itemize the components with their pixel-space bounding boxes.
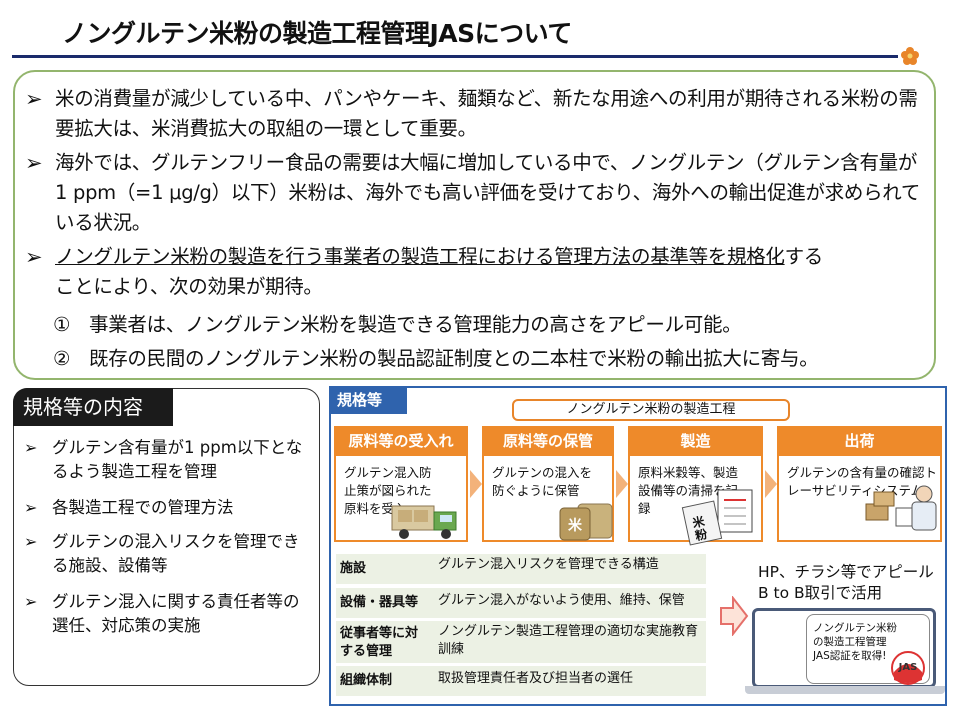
table-row: 組織体制 取扱管理責任者及び担当者の選任 [336, 666, 706, 696]
step-body-text: グルテン混入防止策が図られた原料を受入 [344, 465, 432, 516]
svg-text:米: 米 [568, 517, 583, 534]
standardization-underlined: ノングルテン米粉の製造を行う事業者の製造工程における管理方法の基準等を規格化 [55, 245, 785, 268]
promo-line-2: B to B取引で活用 [758, 584, 883, 602]
flower-icon [901, 47, 919, 65]
title-underline [12, 55, 898, 58]
promo-text: HP、チラシ等でアピール B to B取引で活用 [758, 562, 934, 604]
truck-icon [391, 505, 457, 539]
content-item: 各製造工程での管理方法 [52, 498, 234, 517]
bullet-arrow-icon: ➢ [25, 87, 43, 111]
step-arrow-icon [765, 470, 777, 498]
step-title-storage: 原料等の保管 [482, 426, 614, 456]
step-arrow-icon [616, 470, 628, 498]
row-key: 組織体制 [340, 673, 393, 688]
standard-content-heading: 規格等の内容 [13, 388, 173, 426]
right-arrow-icon [720, 596, 749, 636]
rice-bag-icon: 米 [559, 503, 613, 541]
intro-bullet-3-rest: する [784, 245, 824, 268]
bullet-arrow-icon: ➢ [24, 532, 38, 551]
standard-heading: 規格等 [329, 386, 407, 414]
bullet-arrow-icon: ➢ [25, 245, 43, 269]
table-row: 施設 グルテン混入リスクを管理できる構造 [336, 554, 706, 584]
intro-bullet-2: 海外では、グルテンフリー食品の需要は大幅に増加している中で、ノングルテン（グルテ… [55, 151, 921, 234]
promo-line-1: HP、チラシ等でアピール [758, 563, 934, 581]
effect-number: ② [53, 347, 71, 370]
process-label: ノングルテン米粉の製造工程 [512, 399, 790, 421]
certification-message-text: ノングルテン米粉の製造工程管理JAS認証を取得! [813, 622, 897, 662]
bullet-arrow-icon: ➢ [25, 151, 43, 175]
intro-box: ➢ 米の消費量が減少している中、パンやケーキ、麺類など、新たな用途への利用が期待… [13, 70, 936, 380]
step-body-text: グルテンの混入を防ぐように保管 [492, 465, 593, 498]
step-title-shipping: 出荷 [777, 426, 942, 456]
row-value: グルテン混入がないよう使用、維持、保管 [438, 593, 685, 608]
content-item: グルテン混入に関する責任者等の選任、対応策の実施 [52, 592, 300, 635]
row-value: グルテン混入リスクを管理できる構造 [438, 557, 659, 572]
step-title-receiving: 原料等の受入れ [334, 426, 468, 456]
content-item: グルテン含有量が1 ppm以下となるよう製造工程を管理 [52, 438, 303, 481]
bullet-arrow-icon: ➢ [24, 498, 38, 517]
bullet-arrow-icon: ➢ [24, 438, 38, 457]
row-key: 設備・器具等 [340, 595, 419, 610]
jas-logo-icon: JAS [891, 651, 925, 685]
standard-panel [329, 386, 947, 706]
effect-item-1: 事業者は、ノングルテン米粉を製造できる管理能力の高さをアピール可能。 [89, 313, 742, 336]
laptop-base [745, 686, 945, 694]
row-value: 取扱管理責任者及び担当者の選任 [438, 671, 634, 686]
rice-flour-bag-and-checklist-icon [681, 489, 753, 546]
effect-number: ① [53, 313, 71, 336]
bullet-arrow-icon: ➢ [24, 592, 38, 611]
step-body-text: 原料米穀等、製造設備等の清掃を記録 [638, 465, 739, 516]
intro-bullet-3: ノングルテン米粉の製造を行う事業者の製造工程における管理方法の基準等を規格化する… [55, 242, 925, 302]
content-item: グルテンの混入リスクを管理できる施設、設備等 [52, 532, 300, 575]
step-title-manufacturing: 製造 [628, 426, 763, 456]
inspector-boxes-icon [865, 485, 937, 531]
intro-bullet-3-line2: ことにより、次の効果が期待。 [55, 275, 323, 298]
step-arrow-icon [470, 470, 482, 498]
table-row: 設備・器具等 グルテン混入がないよう使用、維持、保管 [336, 588, 706, 618]
row-key: 施設 [340, 561, 367, 576]
row-value: ノングルテン製造工程管理の適切な実施教育訓練 [438, 624, 699, 657]
page-title: ノングルテン米粉の製造工程管理JASについて [62, 19, 572, 48]
intro-bullet-1: 米の消費量が減少している中、パンやケーキ、麺類など、新たな用途への利用が期待され… [55, 87, 918, 140]
row-key: 従事者等に対する管理 [340, 626, 419, 659]
jas-logo-text: JAS [898, 662, 918, 673]
effect-item-2: 既存の民間のノングルテン米粉の製品認証制度との二本柱で米粉の輸出拡大に寄与。 [89, 347, 819, 370]
table-row: 従事者等に対する管理 ノングルテン製造工程管理の適切な実施教育訓練 [336, 621, 706, 663]
